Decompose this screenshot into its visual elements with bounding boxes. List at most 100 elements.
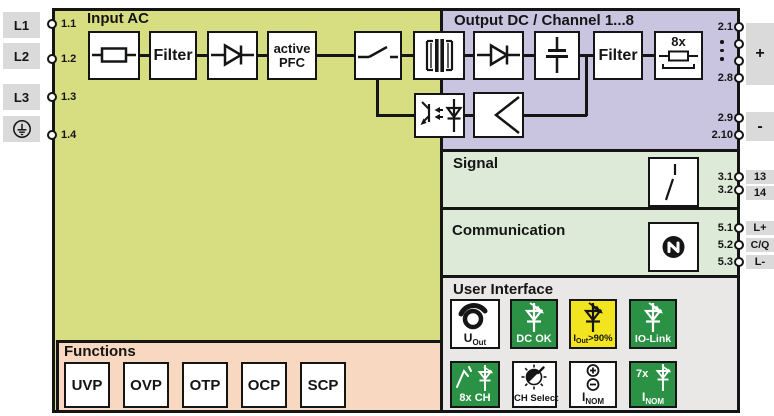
output-filter-label: Filter [598,46,638,64]
iout90-label-suffix: >90% [588,333,613,344]
pin-1-1 [47,19,57,29]
pin-2-1 [734,22,744,32]
comm-cq-label: C/Q [750,239,770,251]
signal-title: Signal [453,155,499,172]
fuse-icon [92,47,136,63]
io-link-block [648,222,699,272]
pin-1-2 [47,54,57,64]
tile-7x-inom: 7x INOM [629,361,677,408]
function-block-ocp: OCP [241,362,287,408]
relay-contact-block [648,157,699,207]
pin-2-8 [734,73,744,83]
input-filter-label: Filter [153,46,193,64]
rectifier-diode-icon [211,43,254,67]
transformer-block [413,31,465,80]
multi-fuse-icon [659,50,698,69]
transformer-icon [425,39,454,72]
phase-badge-l2: L2 [3,43,40,69]
plus-minus-icon [586,364,600,391]
capacitor-block [534,31,580,80]
pin-5-3-label: 5.3 [717,256,733,268]
io-link-icon [662,236,685,258]
channel-ellipsis-dots [720,40,724,61]
output-diode-block [473,31,524,80]
7x-inom-label-sub: NOM [645,397,664,406]
capacitor-icon [546,37,568,73]
pin-1-3 [47,92,57,102]
input-filter-block: Filter [149,31,197,80]
pin-2-9-label: 2.9 [717,112,733,124]
pin-2-10 [734,130,744,140]
fuse-block [88,31,140,80]
pin-5-1-label: 5.1 [717,222,733,234]
tile-ch-select: CH Select [512,361,559,408]
pin-1-4-label: 1.4 [61,129,77,141]
switch-drop-wire [376,79,379,116]
phase-badge-l3: L3 [3,84,40,110]
pin-2-9 [734,113,744,123]
output-filter-block: Filter [593,31,643,80]
uout-label-main: U [463,331,473,345]
function-block-scp: SCP [300,362,346,408]
plus-label: + [755,45,765,62]
pin-3-2 [734,185,744,195]
comm-lplus-label: L+ [753,222,767,234]
uout-label-sub: Out [472,338,487,347]
led-icon [524,302,544,332]
tile-8x-ch: 8x CH [450,361,500,408]
tile-dc-ok: DC OK [510,299,558,349]
8x-ch-label: 8x CH [459,392,491,404]
tile-inom: INOM [569,361,617,408]
functions-title: Functions [64,343,136,360]
rectifier-block [207,31,258,80]
pin-2-mid-a [734,39,744,49]
rotary-selector-icon [521,364,547,390]
7x-prefix-label: 7x [636,368,649,380]
signal-14-badge: 14 [746,186,774,200]
iout90-label-main: I [573,333,576,344]
minus-label: - [757,117,763,135]
feedback-tap-wire [585,55,588,116]
pin-2-10-label: 2.10 [711,129,733,141]
amp-feedback-wire [522,114,587,117]
pin-1-2-label: 1.2 [61,53,77,65]
comm-lminus-label: L- [754,256,766,268]
pin-2-mid-b [734,56,744,66]
comm-lplus-badge: L+ [746,221,774,235]
iout90-label-sub: Out [576,338,589,345]
pin-1-1-label: 1.1 [61,18,77,30]
inom-label-main: I [581,390,586,404]
earth-badge [3,116,40,142]
phase-l3-label: L3 [13,89,30,105]
pin-2-8-label: 2.8 [717,72,733,84]
pin-1-4 [47,130,57,140]
tile-iout90: IOut>90% [569,299,617,349]
phase-l1-label: L1 [13,17,30,33]
pfc-label-line1: active [273,40,311,56]
switch-icon [358,45,398,59]
pin-3-2-label: 3.2 [717,184,733,196]
output-dc-title: Output DC / Channel 1...8 [454,12,635,29]
pin-2-1-label: 2.1 [717,21,733,33]
led-icon [643,302,663,332]
protective-earth-icon [12,120,31,138]
tile-io-link-led: IO-Link [629,299,677,349]
channel-knob-led-icon [456,365,493,391]
user-interface-title: User Interface [453,281,554,298]
multi-fuse-block: 8x [654,31,703,80]
function-block-otp: OTP [182,362,228,408]
pfc-label-line2: PFC [279,54,305,70]
phase-l2-label: L2 [13,48,30,64]
pin-5-2 [734,240,744,250]
optocoupler-icon [420,99,463,132]
ch-select-label: CH Select [514,393,559,404]
ovp-label: OVP [130,376,162,394]
plus-terminal-badge: + [746,23,774,85]
io-link-led-label: IO-Link [634,333,672,345]
inom-label-sub: NOM [585,397,604,406]
relay-contact-icon [664,164,677,201]
output-diode-icon [477,43,520,67]
switch-block [354,31,402,80]
active-pfc-block: active PFC [267,31,317,80]
pin-3-1 [734,172,744,182]
